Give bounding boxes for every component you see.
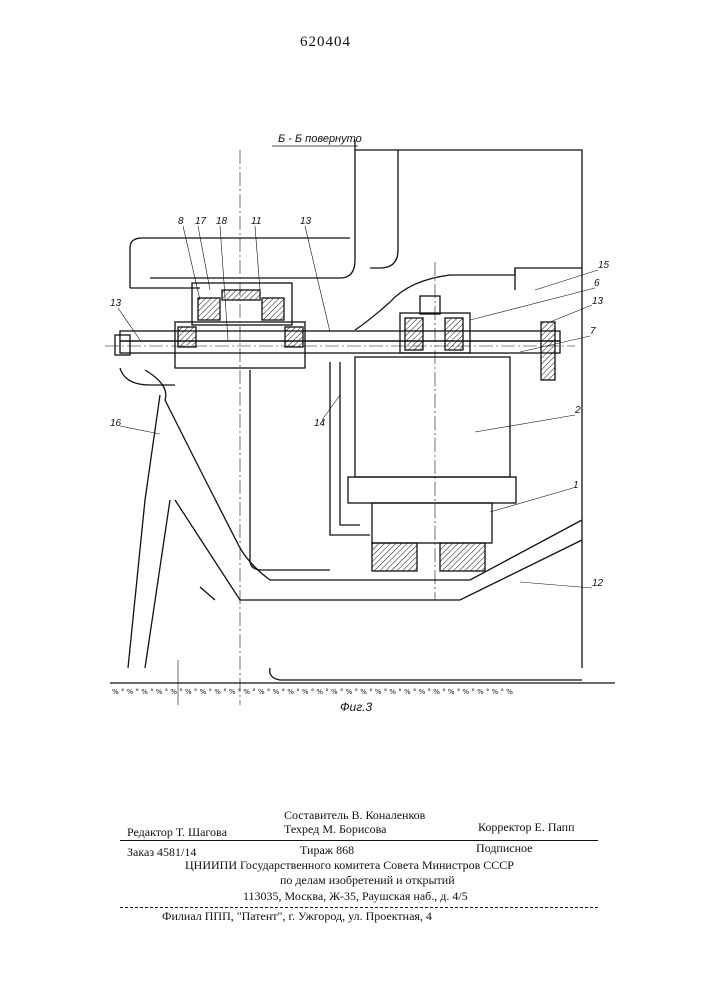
callout-18: 18: [216, 216, 227, 227]
divider-bottom: [120, 907, 598, 908]
callout-13-right: 13: [592, 296, 603, 307]
editor-line: Редактор Т. Шагова: [127, 825, 227, 840]
callout-13-left: 13: [110, 298, 121, 309]
institute-line-1: ЦНИИПИ Государственного комитета Совета …: [185, 858, 514, 873]
techred-line: Техред М. Борисова: [284, 822, 386, 837]
callout-17: 17: [195, 216, 206, 227]
callout-2: 2: [575, 405, 581, 416]
callout-12: 12: [592, 578, 603, 589]
figure-caption: Фиг.3: [340, 700, 372, 714]
svg-text:% ° % ° % ° % ° % ° % ° % ° %: % ° % ° % ° % ° % ° % ° % ° % ° % ° % ° …: [112, 688, 513, 696]
circulation-line: Тираж 868: [300, 843, 354, 858]
callout-8: 8: [178, 216, 184, 227]
corrector-line: Корректор Е. Папп: [478, 820, 575, 835]
subscription-line: Подписное: [476, 841, 533, 856]
callout-13-top: 13: [300, 216, 311, 227]
callout-16: 16: [110, 418, 121, 429]
compiler-line: Составитель В. Коналенков: [284, 808, 425, 823]
callout-1: 1: [573, 480, 579, 491]
address-line: 113035, Москва, Ж-35, Раушская наб., д. …: [243, 889, 468, 904]
institute-line-2: по делам изобретений и открытий: [280, 873, 455, 888]
section-label: Б - Б повернуто: [278, 133, 362, 145]
callout-6: 6: [594, 278, 600, 289]
callout-11: 11: [251, 216, 261, 227]
callout-15: 15: [598, 260, 609, 271]
branch-line: Филиал ППП, "Патент", г. Ужгород, ул. Пр…: [162, 909, 432, 924]
callout-14: 14: [314, 418, 325, 429]
callout-7: 7: [590, 326, 596, 337]
